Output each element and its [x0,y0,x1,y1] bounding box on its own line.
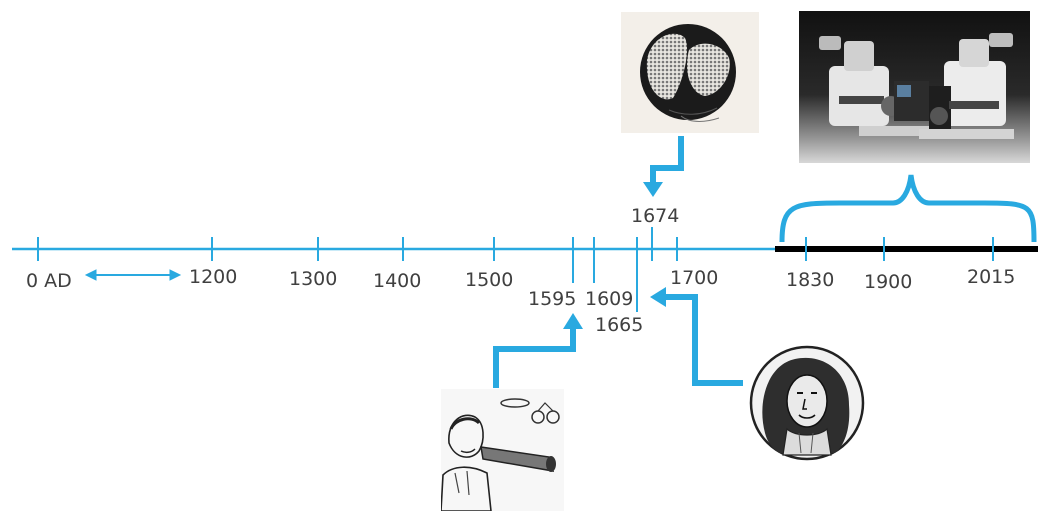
label-1665: 1665 [595,314,644,336]
label-0ad: 0 AD [26,270,72,292]
hooke-cork-drawing-image [621,12,759,133]
label-1300: 1300 [289,268,338,290]
label-1400: 1400 [373,270,422,292]
man-with-wig-illustration-icon [749,345,865,461]
label-1830: 1830 [786,269,835,291]
label-2015: 2015 [967,266,1016,288]
label-1200: 1200 [189,266,238,288]
modern-era-brace [779,174,1037,243]
cork-to-1674-arrow [643,136,684,197]
janssen-to-1595-arrow [493,313,583,388]
label-1595: 1595 [528,288,577,310]
label-1900: 1900 [864,271,913,293]
label-1609: 1609 [585,288,634,310]
modern-microscopes-image [799,11,1030,163]
man-with-telescope-illustration-icon [441,398,560,511]
janssen-portrait-image [441,389,564,511]
label-1674: 1674 [631,205,680,227]
gap-double-arrow [84,269,182,281]
leeuwenhoek-portrait-image [743,343,871,463]
leeuwenhoek-to-1665-arrow [650,287,745,386]
label-1500: 1500 [465,269,514,291]
tick-marks [37,227,994,312]
cork-cells-illustration-icon [640,24,736,122]
label-1700: 1700 [670,267,719,289]
microscopes-illustration-icon [819,33,1014,139]
